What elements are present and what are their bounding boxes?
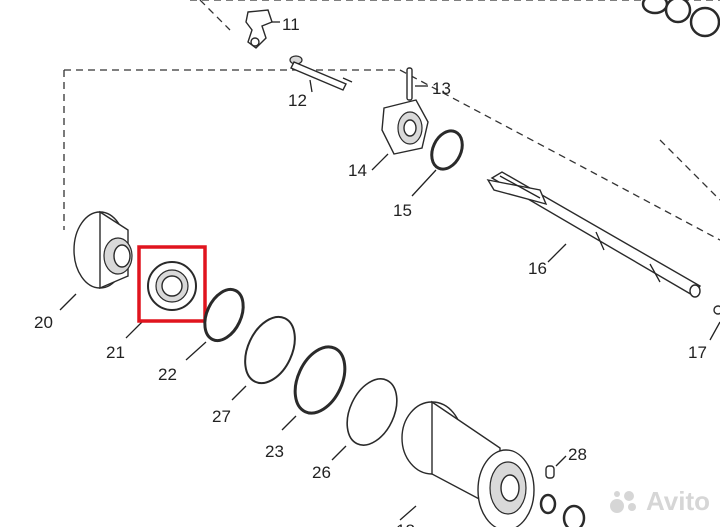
callout-28: 28 [568,445,587,464]
callout-18: 18 [396,521,415,527]
callout-16: 16 [528,259,547,278]
part-17-edge[interactable] [709,305,720,341]
callout-22: 22 [158,365,177,384]
avito-wordmark: Avito [645,486,710,516]
highlight-box [137,245,207,323]
callout-14: 14 [348,161,367,180]
part-11-bracket[interactable] [245,9,280,49]
part-26-o-ring[interactable] [331,371,407,461]
part-13-pin[interactable] [406,67,428,101]
bottom-right-washers [539,493,586,527]
part-23-o-ring[interactable] [281,339,355,431]
part-20-carrier[interactable] [59,210,133,311]
callout-21: 21 [106,343,125,362]
part-12-shift-shaft[interactable] [289,55,353,93]
callout-13: 13 [432,79,451,98]
callout-15: 15 [393,201,412,220]
part-18-housing[interactable] [399,400,535,527]
callout-17: 17 [688,343,707,362]
top-right-rings [641,0,720,38]
callout-26: 26 [312,463,331,482]
callout-27: 27 [212,407,231,426]
callout-12: 12 [288,91,307,110]
part-28-pin[interactable] [545,455,567,479]
assembly-boundary [63,0,720,241]
part-22-shim[interactable] [185,283,251,361]
callout-20: 20 [34,313,53,332]
callout-23: 23 [265,442,284,461]
avito-watermark: Avito [608,486,710,517]
part-21-bearing[interactable] [125,261,197,339]
callout-11: 11 [282,15,300,34]
part-27-o-ring[interactable] [231,309,305,401]
avito-logo-icon [608,489,642,515]
part-16-prop-shaft[interactable] [486,171,701,298]
part-15-o-ring[interactable] [411,126,468,197]
part-14-clutch[interactable] [371,99,429,171]
